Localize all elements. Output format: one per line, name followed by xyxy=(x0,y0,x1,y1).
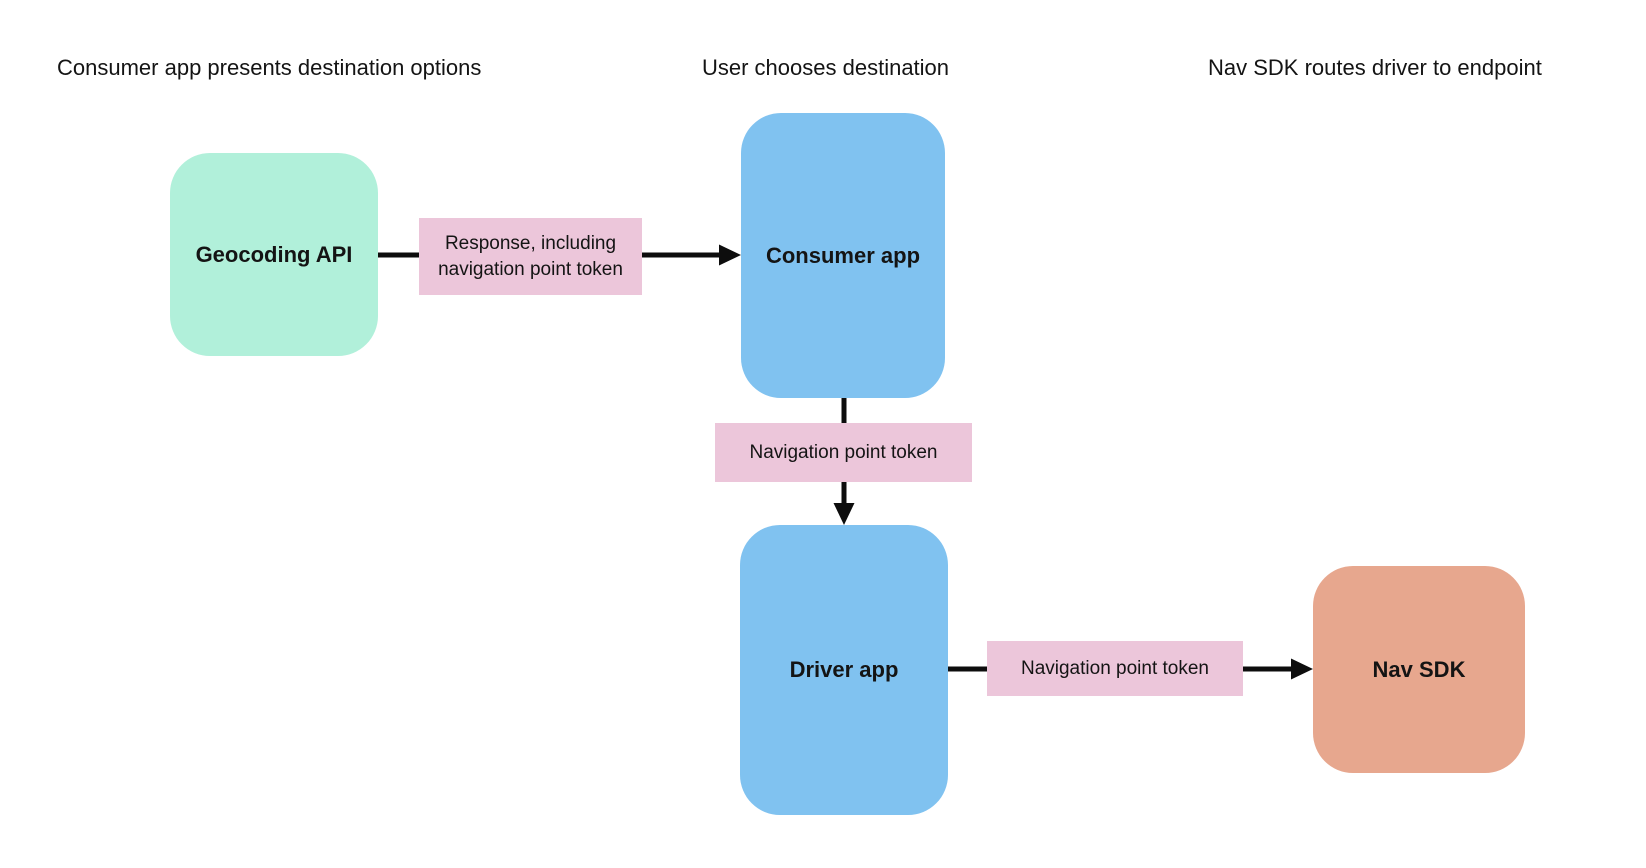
node-driver-app: Driver app xyxy=(740,525,948,815)
node-nav-sdk: Nav SDK xyxy=(1313,566,1525,773)
column-header-user-chooses: User chooses destination xyxy=(702,55,950,80)
column-header-navsdk-routes: Nav SDK routes driver to endpoint xyxy=(1208,55,1542,80)
edge-label-token-consumer-to-driver: Navigation point token xyxy=(715,423,972,482)
node-consumer-app: Consumer app xyxy=(741,113,945,398)
edge-label-response-including-token: Response, including navigation point tok… xyxy=(419,218,642,295)
edge-label-token-driver-to-navsdk: Navigation point token xyxy=(987,641,1243,696)
column-header-consumer-presents: Consumer app presents destination option… xyxy=(57,55,482,80)
node-geocoding-api: Geocoding API xyxy=(170,153,378,356)
